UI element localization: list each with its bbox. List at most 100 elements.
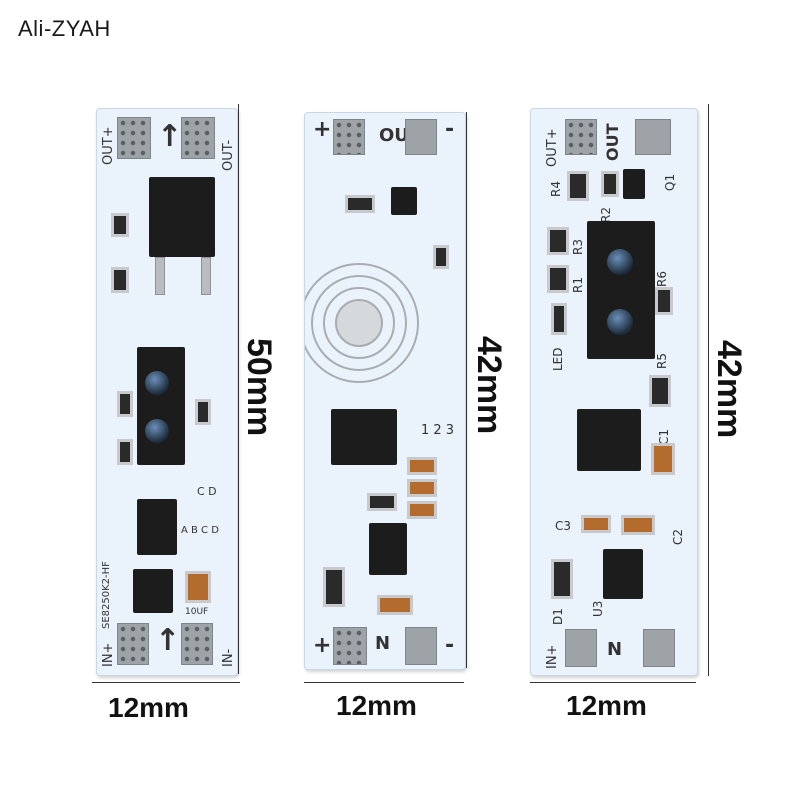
in-minus-pad	[181, 623, 213, 665]
width-dimension-line	[304, 682, 464, 683]
mosfet-pin	[201, 257, 211, 295]
regulator-chip	[369, 523, 407, 575]
label-minus-top: -	[445, 117, 455, 142]
diode-component	[111, 213, 129, 237]
label-out: OUT	[603, 123, 622, 161]
label-cap: 10UF	[185, 607, 209, 617]
height-dimension-line	[238, 104, 239, 674]
label-r1: R1	[571, 277, 585, 293]
label-c2: C2	[671, 528, 685, 545]
touch-spring-coil	[311, 275, 407, 371]
up-arrow-icon: ↑	[157, 119, 183, 154]
pcb-board-2: + OUT - 1 2 3 + N -	[304, 112, 466, 670]
capacitor-component	[185, 571, 211, 603]
label-r5: R5	[655, 353, 669, 369]
label-c3: C3	[555, 519, 572, 533]
resistor-component	[367, 493, 397, 511]
ir-emitter-lens	[607, 309, 633, 335]
in-plus-pad	[565, 629, 597, 667]
touch-spring-coil	[305, 263, 419, 383]
label-in-plus: IN+	[545, 644, 560, 669]
out-pad	[635, 119, 671, 155]
up-arrow-icon: ↑	[155, 623, 181, 658]
label-in-plus: IN+	[101, 642, 116, 667]
height-dimension-line	[466, 112, 467, 668]
resistor-component	[567, 171, 589, 201]
capacitor-component	[581, 515, 611, 533]
resistor-component	[117, 391, 133, 417]
out-plus-pad	[117, 117, 151, 159]
controller-chip	[137, 499, 177, 555]
ir-sensor-housing	[587, 221, 655, 359]
capacitor-component	[377, 595, 413, 615]
resistor-component	[601, 171, 619, 197]
capacitor-component	[407, 479, 437, 497]
n-pad	[643, 629, 675, 667]
capacitor-component	[621, 515, 655, 535]
label-n: N	[607, 639, 623, 660]
pcb-board-3: OUT+ OUT Q1 R4 R2 R3 R1 R6 LED R5 C1 C3 …	[530, 108, 698, 676]
resistor-component	[195, 399, 211, 425]
out-minus-pad	[181, 117, 215, 159]
width-dimension-label: 12mm	[336, 690, 417, 721]
regulator-chip	[133, 569, 173, 613]
label-out-minus: OUT-	[221, 139, 236, 171]
height-dimension-label: 42mm	[470, 336, 508, 435]
resistor-component	[649, 375, 671, 407]
label-u3: U3	[591, 600, 605, 617]
mosfet-chip	[149, 177, 215, 257]
height-dimension-line	[708, 104, 709, 676]
label-pins: 1 2 3	[421, 423, 455, 438]
pcb-board-1: ↑ OUT+ OUT- C D A B C D SE8250K2-HF 10UF…	[96, 108, 238, 676]
resistor-component	[345, 195, 375, 213]
plus-bottom-pad	[333, 627, 367, 665]
capacitor-component	[651, 443, 675, 475]
label-plus-bottom: +	[313, 633, 332, 658]
label-abcd-bottom: A B C D	[181, 525, 219, 536]
label-r4: R4	[549, 181, 563, 197]
label-q1: Q1	[663, 173, 677, 191]
brand-watermark: Ali-ZYAH	[18, 16, 111, 41]
width-dimension-label: 12mm	[566, 690, 647, 721]
resistor-component	[117, 439, 133, 465]
ir-sensor-housing	[137, 347, 185, 465]
resistor-component	[547, 265, 569, 293]
plus-top-pad	[333, 119, 365, 155]
transistor-chip	[623, 169, 645, 199]
height-dimension-label: 42mm	[710, 340, 748, 439]
diode-component	[551, 559, 573, 599]
label-minus-bottom: -	[445, 633, 455, 658]
label-led: LED	[551, 347, 565, 371]
resistor-component	[111, 267, 129, 293]
label-abcd-top: C D	[197, 485, 217, 498]
label-out-plus: OUT+	[101, 126, 116, 165]
label-plus-top: +	[313, 117, 332, 142]
capacitor-component	[407, 457, 437, 475]
width-dimension-line	[530, 682, 696, 683]
controller-chip	[577, 409, 641, 471]
label-out-plus: OUT+	[545, 128, 560, 167]
ir-emitter-lens	[145, 419, 169, 443]
transistor-chip	[391, 187, 417, 215]
n-pad	[405, 627, 437, 665]
regulator-chip	[603, 549, 643, 599]
capacitor-component	[407, 501, 437, 519]
touch-spring-coil	[323, 287, 395, 359]
in-plus-pad	[117, 623, 149, 665]
ir-sensor-lens	[607, 249, 633, 275]
led-component	[551, 303, 567, 335]
width-dimension-line	[92, 682, 240, 683]
label-r3: R3	[571, 239, 585, 255]
label-n: N	[375, 633, 391, 654]
label-chip: SE8250K2-HF	[101, 561, 112, 629]
diode-component	[323, 567, 345, 607]
height-dimension-label: 50mm	[240, 338, 278, 437]
ir-sensor-lens	[145, 371, 169, 395]
controller-chip	[331, 409, 397, 465]
resistor-component	[433, 245, 449, 269]
width-dimension-label: 12mm	[108, 692, 189, 723]
label-r6: R6	[655, 271, 669, 287]
out-plus-pad	[565, 119, 597, 155]
resistor-component	[655, 287, 673, 315]
label-d1: D1	[551, 608, 565, 625]
